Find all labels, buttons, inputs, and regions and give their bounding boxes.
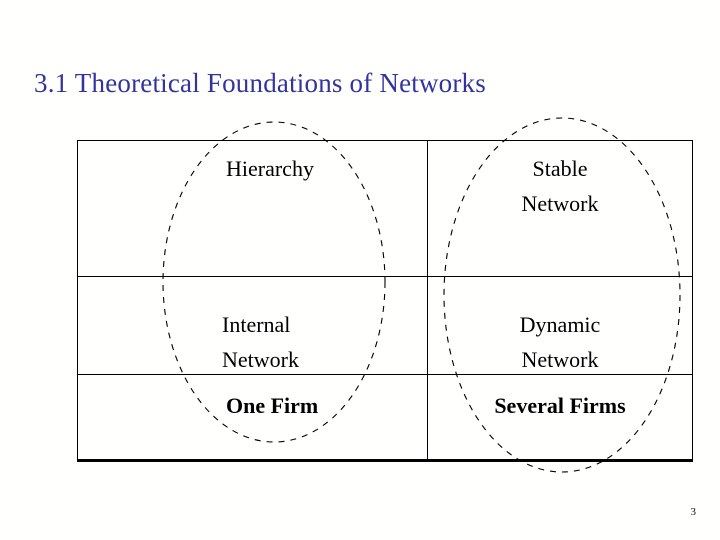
matrix-cell-bottom-left-line1: Internal [222,312,291,337]
matrix-vertical-divider [427,140,428,462]
page-title: 3.1 Theoretical Foundations of Networks [34,68,486,98]
matrix-cell-top-left-line1: Hierarchy [226,156,314,181]
matrix-cell-bottom-right: Dynamic Network [427,307,693,377]
matrix-cell-bottom-right-line1: Dynamic [519,312,601,337]
matrix-footer-left-label: One Firm [226,393,319,418]
matrix-footer-right: Several Firms [427,388,693,423]
page-number: 3 [690,506,697,518]
matrix-cell-top-right: Stable Network [427,151,693,221]
matrix-cell-top-right-line2: Network [521,191,599,216]
matrix-cell-bottom-left-line2: Network [222,347,299,372]
matrix-footer-left: One Firm [226,388,318,423]
matrix-horizontal-rule-middle [77,276,693,277]
matrix-cell-bottom-right-line2: Network [521,347,599,372]
matrix-cell-bottom-left: Internal Network [222,307,299,377]
matrix-footer-right-label: Several Firms [494,393,626,418]
matrix-cell-top-right-line1: Stable [532,156,588,181]
matrix-cell-top-left: Hierarchy [226,151,314,186]
